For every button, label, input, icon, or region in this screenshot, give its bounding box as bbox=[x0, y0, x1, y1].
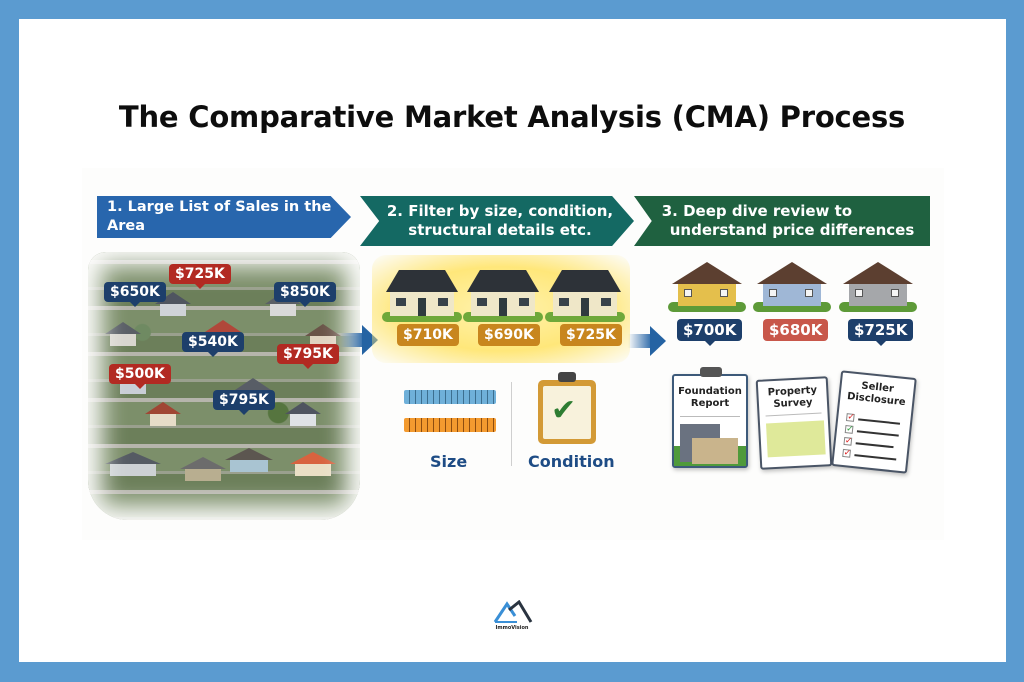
step-1-banner: 1. Large List of Sales in the Area bbox=[97, 196, 351, 238]
arrow-right-icon bbox=[628, 326, 668, 356]
price-tag: $680K bbox=[763, 319, 829, 341]
price-tag: $690K bbox=[478, 324, 540, 346]
price-tag: $795K bbox=[213, 390, 275, 415]
price-tag: $795K bbox=[277, 344, 339, 369]
price-tag: $710K bbox=[397, 324, 459, 346]
step-3-label-line1: 3. Deep dive review to bbox=[661, 202, 853, 220]
house-icon bbox=[105, 322, 141, 346]
house-icon bbox=[545, 270, 625, 322]
house-icon bbox=[463, 270, 543, 322]
step-2-banner: 2. Filter by size, condition, structural… bbox=[360, 196, 634, 246]
step-2-label-line2: structural details etc. bbox=[408, 221, 592, 239]
house-icon bbox=[285, 402, 321, 426]
price-tag: $540K bbox=[182, 332, 244, 357]
step-1-label: 1. Large List of Sales in the Area bbox=[107, 199, 332, 234]
house-icon bbox=[382, 270, 462, 322]
price-tag: $725K bbox=[848, 319, 914, 346]
price-tag: $725K bbox=[169, 264, 231, 289]
size-label: Size bbox=[430, 452, 468, 471]
ruler-icon bbox=[404, 390, 496, 404]
property-survey-document: Property Survey bbox=[755, 376, 833, 470]
price-tag: $500K bbox=[109, 364, 171, 389]
checkbox-icon: ✓ bbox=[843, 436, 853, 447]
clip-icon bbox=[700, 367, 722, 377]
immovision-logo-icon bbox=[493, 600, 533, 623]
checkbox-icon: ✓ bbox=[842, 448, 852, 459]
ruler-icon bbox=[404, 418, 496, 432]
page-title: The Comparative Market Analysis (CMA) Pr… bbox=[118, 100, 906, 134]
house-icon bbox=[145, 402, 181, 426]
house-icon bbox=[225, 448, 273, 472]
condition-label: Condition bbox=[528, 452, 615, 471]
house-icon bbox=[180, 457, 226, 481]
price-tag: $700K bbox=[677, 319, 743, 346]
house-icon bbox=[290, 452, 336, 476]
divider bbox=[511, 382, 512, 466]
house-icon bbox=[105, 452, 161, 476]
step-2-label-line1: 2. Filter by size, condition, bbox=[386, 202, 614, 220]
price-tag: $650K bbox=[104, 282, 166, 307]
price-tag: $725K bbox=[560, 324, 622, 346]
checkbox-icon: ✓ bbox=[845, 412, 856, 423]
clipboard-check-icon: ✔ bbox=[538, 372, 596, 444]
seller-disclosure-document: Seller Disclosure ✓ ✓ ✓ ✓ bbox=[831, 370, 917, 474]
checkbox-icon: ✓ bbox=[844, 424, 855, 435]
price-tag: $850K bbox=[274, 282, 336, 307]
house-icon bbox=[668, 262, 746, 312]
brand-name: ImmoVision bbox=[495, 625, 529, 631]
step-3-label-line2: understand price differences bbox=[669, 221, 915, 239]
map-icon bbox=[765, 420, 826, 458]
house-icon bbox=[753, 262, 831, 312]
foundation-report-document: Foundation Report bbox=[672, 367, 748, 468]
house-icon bbox=[839, 262, 917, 312]
step-3-banner: 3. Deep dive review to understand price … bbox=[634, 196, 930, 246]
